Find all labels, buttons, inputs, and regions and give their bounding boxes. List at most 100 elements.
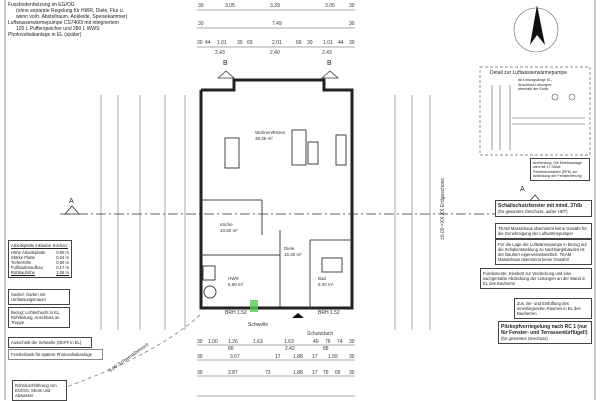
dim: 3.39 <box>270 3 280 9</box>
text: 0.60 m <box>56 260 69 265</box>
dim: 30 <box>237 40 243 46</box>
note-line: (ohne separate Regelung für HWR, Diele, … <box>16 8 125 14</box>
dimension-label: 1.63 <box>253 339 263 345</box>
text: Wohnen/Essen <box>255 130 286 135</box>
text: (für gesamtes Geschoss, außer HET) <box>498 209 568 214</box>
note-box: Bezug: Lichtschacht in EL, Rohrleitung, … <box>8 307 70 328</box>
dimension-label: 30 <box>349 370 355 376</box>
text: Rohbauhöhe <box>11 270 35 275</box>
text: Höhe Arbeitsplatte 0.90 m <box>11 250 69 255</box>
note-box: Zus. Be- und Entlüftung des innenliegend… <box>514 298 592 319</box>
dim: 2.01 <box>272 40 282 46</box>
note-box: Schallschutzfenster mit mind. 37db(für g… <box>495 200 592 217</box>
dim: 2.43 <box>215 50 225 56</box>
text: (für gesamtes Geschoss) <box>501 336 548 341</box>
note-line: wenn vorh. Abstellraum, Ankleide, Speise… <box>16 14 128 20</box>
text: Diele <box>284 246 295 251</box>
text: Küche <box>220 222 233 227</box>
dim: 69 <box>296 40 302 46</box>
dimension-label: 88 <box>323 346 329 352</box>
text: 10.50 m² <box>220 227 238 233</box>
note-box: Fundamente, Kiesbett zur Verdeckung und … <box>480 268 592 289</box>
section-marker-a: A <box>69 198 74 205</box>
text: 0.90 m <box>56 250 69 255</box>
floor-level-label: ±0.00 =XX.XX Erdgeschoss <box>440 178 446 240</box>
section-marker-b: B <box>327 60 332 67</box>
dimension-label: 73 <box>265 370 271 376</box>
dimension-label: 1.88 <box>293 354 303 360</box>
dimension-label: 17 <box>312 354 318 360</box>
dimension-label: 76 <box>325 339 331 345</box>
text: Bad <box>318 276 327 281</box>
dimension-label: 1.26 <box>228 339 238 345</box>
text: Tiefe/Höhe <box>11 260 32 265</box>
dim: 30 <box>349 40 355 46</box>
text: 15.30 m² <box>284 251 302 257</box>
dimension-label: 2.87 <box>228 370 238 376</box>
dim: 2.40 <box>270 50 280 56</box>
dim: 1.01 <box>323 40 333 46</box>
dim: 30 <box>198 21 204 27</box>
text: 38.35 m² <box>255 135 273 141</box>
dimension-label: 30 <box>349 339 355 345</box>
section-marker-b: B <box>223 60 228 67</box>
text: 6.60 m² <box>228 281 244 287</box>
kitchen-table: Arbeitsplatte inklusive Küchen: Höhe Arb… <box>8 240 72 278</box>
dimension-label: 1.55 <box>328 354 338 360</box>
dim: 44 <box>338 40 344 46</box>
dim: 69 <box>247 40 253 46</box>
text: Arbeitsplatte inklusive Küchen: <box>11 243 69 248</box>
dimension-label: 76 <box>323 370 329 376</box>
dim: 30 <box>307 40 313 46</box>
text: 0.17 m <box>56 265 69 270</box>
dimension-label: 86 <box>228 346 234 352</box>
dim: 30 <box>198 3 204 9</box>
dimension-label: 1.88 <box>293 370 303 376</box>
dimension-label: 30 <box>197 339 203 345</box>
text: Höhe Arbeitsplatte <box>11 250 46 255</box>
note-box: Rohrdurchführung von EG/OG, Strom und Ab… <box>12 380 67 401</box>
text: Tiefe/Höhe 0.60 m <box>11 260 69 265</box>
note-line: Photovoltaikanlage in EL (später) <box>8 32 82 38</box>
dim: 30 <box>349 3 355 9</box>
note-box: TEAM Massivhaus übernimmt keine Gewähr f… <box>495 223 592 239</box>
note-box: Für die Lage der Luftwärmepumpe in Bezug… <box>495 239 592 265</box>
note-box: Ausschnitt der Schwelle (OKFF in EL) <box>8 337 92 348</box>
note-line: Luftwasserwärmepumpe CS7400i mit integri… <box>8 20 119 26</box>
dim: 30 <box>197 40 203 46</box>
detail-title: Detail zur Luftwasserwärmepumpe <box>490 70 567 76</box>
brh-label: BRH 1.52 <box>225 310 247 316</box>
dim: 7.49 <box>272 21 282 27</box>
dimension-label: 17 <box>312 370 318 376</box>
notice-box: Anmerkung: Die Elektroanlage wird mit 17… <box>530 158 590 182</box>
dim: 1.01 <box>217 40 227 46</box>
note-line: 120 L Pufferspeicher und 280 L WWS <box>16 26 100 32</box>
note-box: Sockel: Garten mit Umfassungsmauer <box>8 289 70 305</box>
dim: 44 <box>205 40 211 46</box>
dim: 30 <box>349 21 355 27</box>
text: HWR <box>228 276 239 281</box>
text: 6.00 m² <box>318 281 334 287</box>
dimension-label: 30 <box>197 354 203 360</box>
dimension-label: 40 <box>313 339 319 345</box>
dim: 3.05 <box>225 3 235 9</box>
dimension-label: 3.67 <box>230 354 240 360</box>
brh-label: BRH 1.52 <box>318 310 340 316</box>
notes-top: Fussbodenheizung im EG/OG (ohne separate… <box>8 2 127 38</box>
text: Schallschutzfenster mit mind. 37db <box>498 203 582 209</box>
text: Stärke Platte <box>11 255 35 260</box>
note-box: Pilzkopfverriegelung nach RC 1 (nur für … <box>498 321 592 344</box>
note-line: Fussbodenheizung im EG/OG <box>8 2 75 8</box>
dimension-label: 30 <box>197 370 203 376</box>
dimension-label: 2.42 <box>285 346 295 352</box>
dimension-label: 74 <box>337 339 343 345</box>
dim: 2.43 <box>322 50 332 56</box>
